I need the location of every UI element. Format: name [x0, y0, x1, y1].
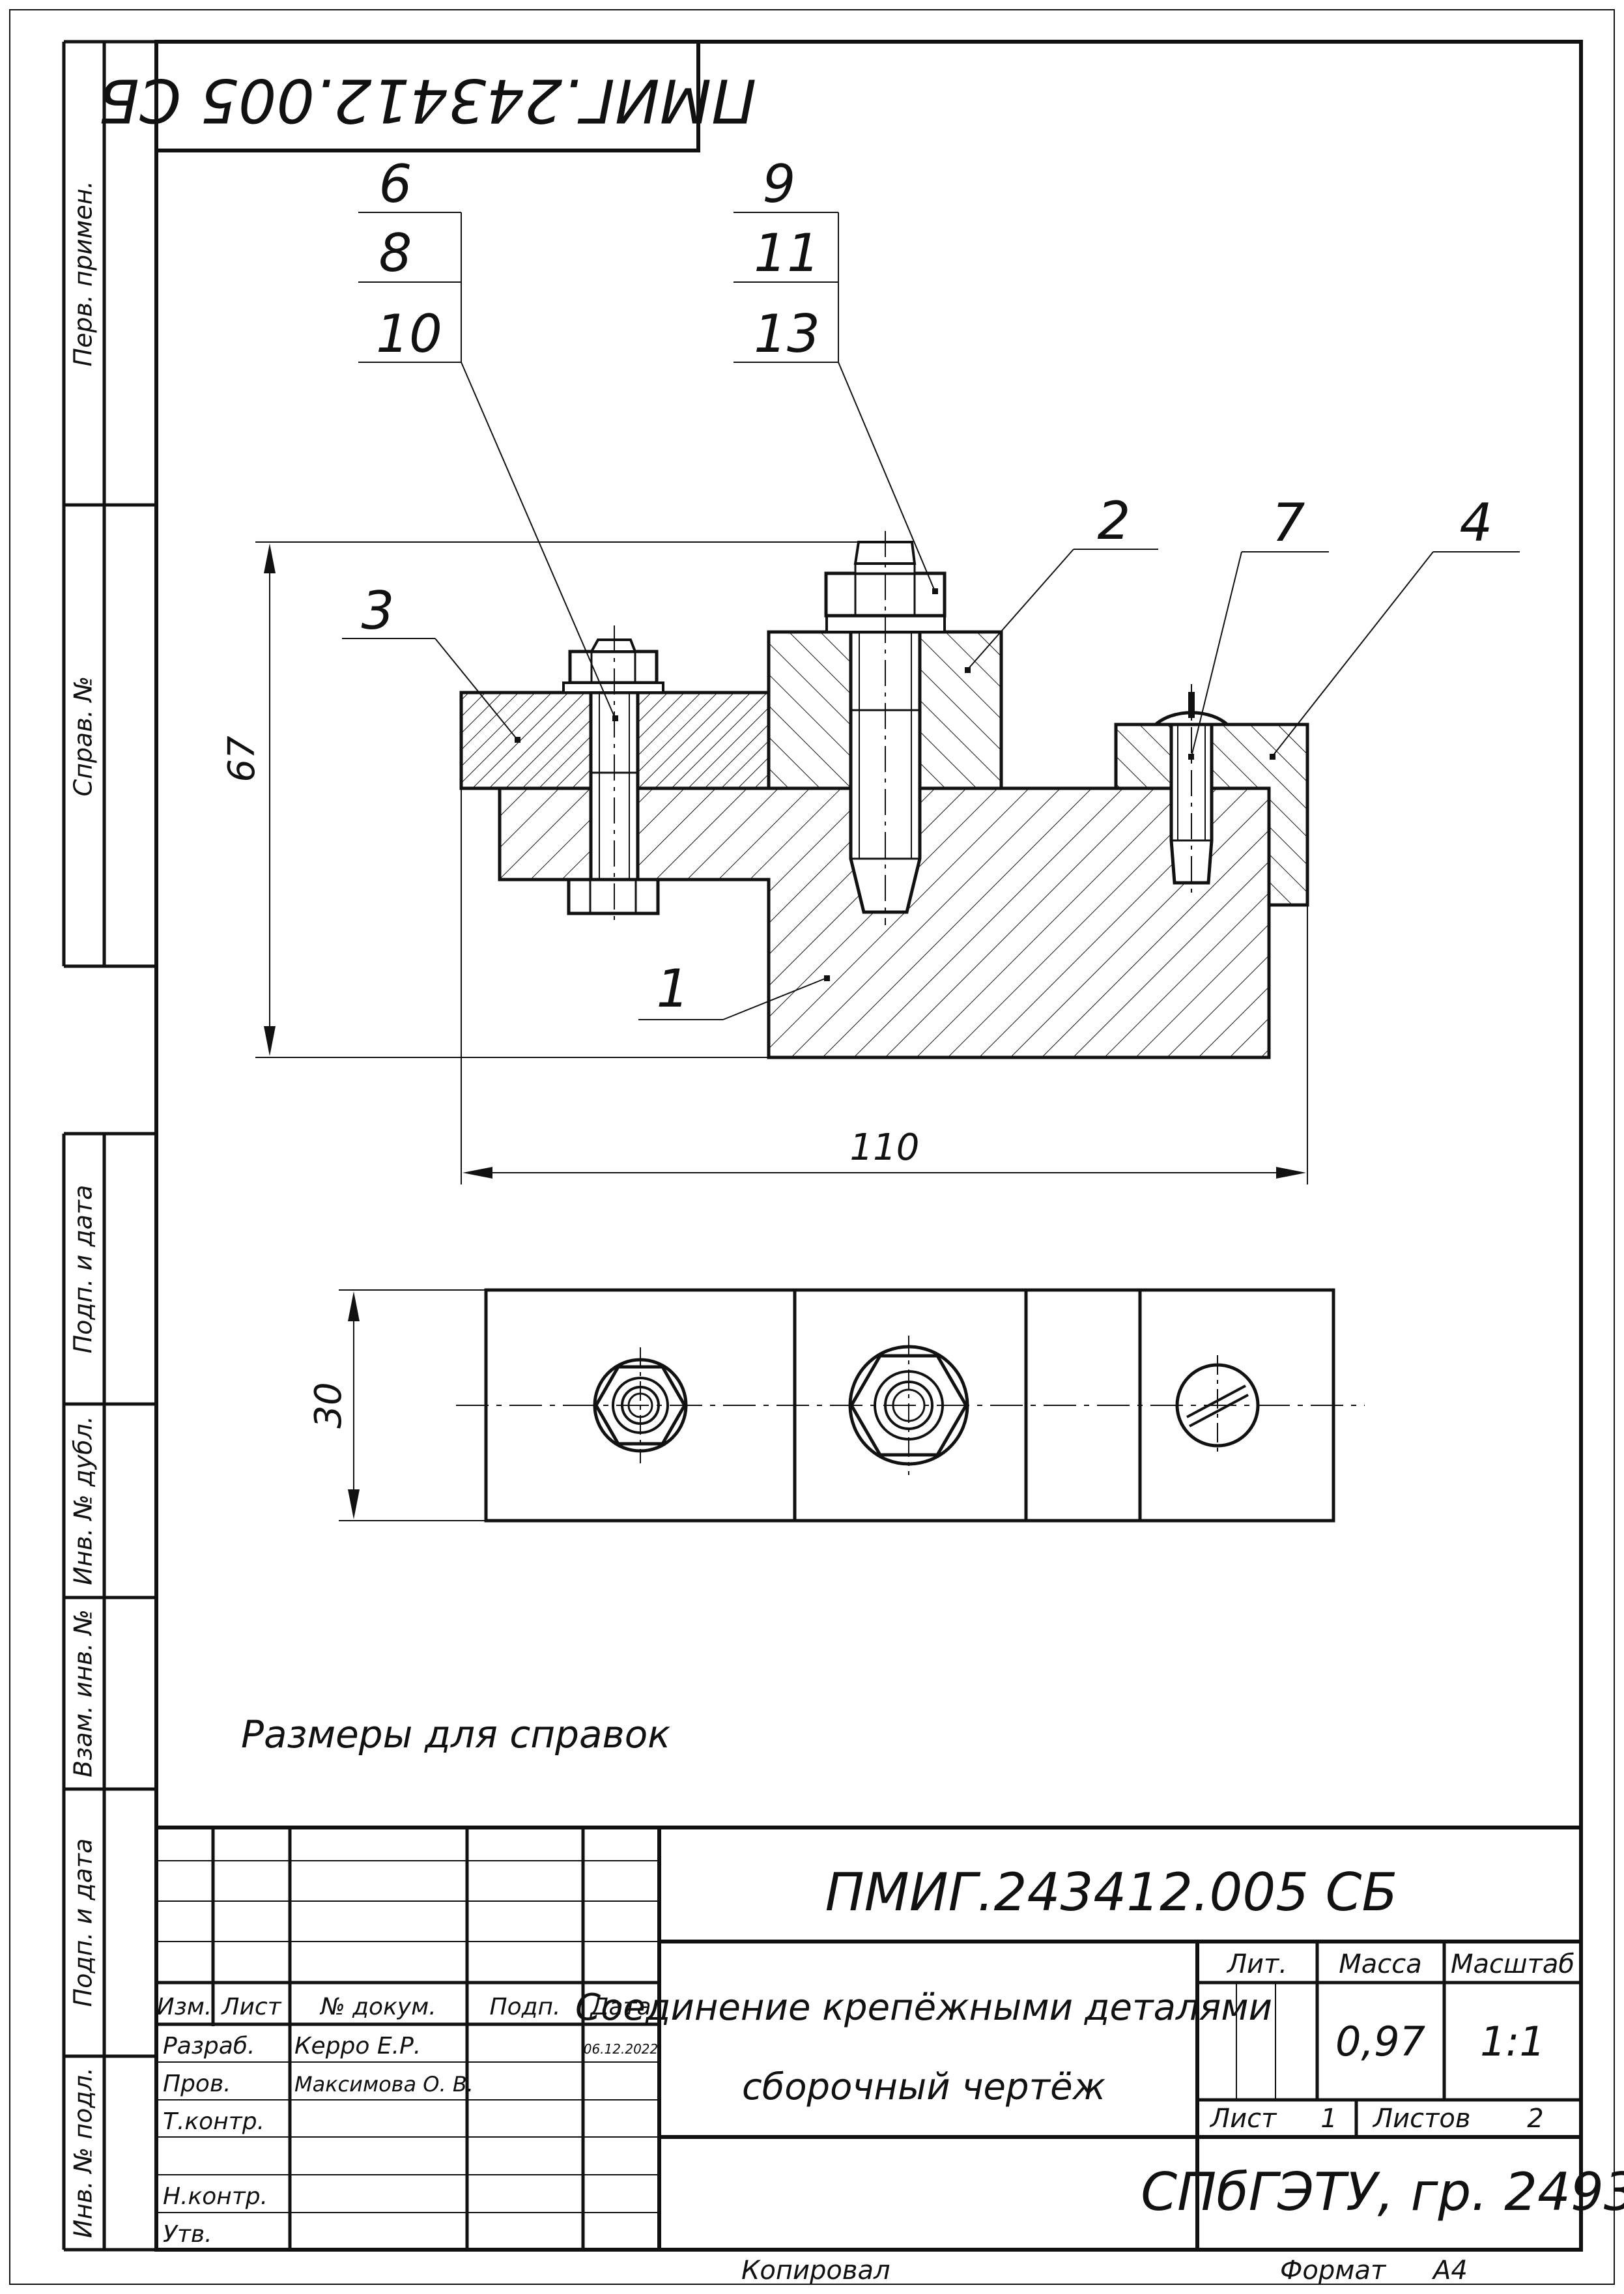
tb-role-utv: Утв.: [163, 2221, 212, 2248]
tb-lit-label: Лит.: [1226, 1949, 1287, 1979]
tb-col-podp: Подп.: [490, 1994, 561, 2020]
tb-name-line2: сборочный чертёж: [742, 2066, 1105, 2108]
format-label: Формат: [1280, 2256, 1387, 2286]
callout-11: 11: [754, 223, 820, 283]
side-strip: Перв. примен. Справ. № Подп. и дата Инв.…: [62, 40, 156, 2252]
dimension-height: 67: [221, 736, 263, 782]
title-block: Изм. Лист № докум. Подп. Дата Разраб. Пр…: [156, 1826, 1624, 2250]
tb-role-nkontr: Н.контр.: [163, 2183, 268, 2210]
rotated-designation-box: ПМИГ.243412.005 СБ: [98, 40, 757, 152]
tb-name-line1: Соединение крепёжными деталями: [575, 1986, 1272, 2029]
tb-masshtab-label: Масштаб: [1451, 1949, 1574, 1979]
side-label-inv-podl: Инв. № подл.: [69, 2067, 98, 2238]
callout-4: 4: [1460, 493, 1493, 553]
dimensions: 67 110 30: [221, 541, 1308, 1521]
side-label-vzam-inv: Взам. инв. №: [69, 1609, 98, 1777]
tb-massa-value: 0,97: [1335, 2018, 1425, 2065]
tb-prov-name: Максимова О. В.: [294, 2072, 474, 2097]
tb-massa-label: Масса: [1339, 1949, 1422, 1979]
callout-2: 2: [1098, 491, 1131, 551]
side-label-podp-data-top: Подп. и дата: [69, 1185, 98, 1354]
bolt-left: [562, 625, 664, 925]
tb-role-razrab: Разраб.: [163, 2033, 255, 2059]
side-label-perv-primen: Перв. примен.: [69, 180, 98, 366]
top-view: [456, 1288, 1365, 1523]
tb-razrab-name: Керро Е.Р.: [294, 2033, 421, 2059]
screw-right: [1151, 684, 1232, 896]
side-label-podp-data-bottom: Подп. и дата: [69, 1839, 98, 2007]
tb-listov-value: 2: [1527, 2104, 1543, 2134]
tb-masshtab-value: 1:1: [1480, 2018, 1545, 2065]
tb-col-dokum: № докум.: [319, 1994, 436, 2020]
callout-8: 8: [379, 223, 412, 283]
callout-6: 6: [379, 154, 412, 214]
tb-role-tkontr: Т.контр.: [163, 2108, 264, 2135]
side-label-sprav-no: Справ. №: [69, 676, 98, 797]
callout-7: 7: [1272, 493, 1305, 553]
tb-designation: ПМИГ.243412.005 СБ: [825, 1862, 1398, 1923]
frame: [9, 9, 1615, 2285]
tb-col-data: Дата: [589, 1994, 651, 2020]
tb-col-izm: Изм.: [157, 1994, 212, 2020]
tb-organization: СПбГЭТУ, гр. 2493: [1141, 2162, 1624, 2222]
bolt-middle: [824, 531, 947, 925]
callout-13: 13: [754, 304, 820, 364]
part-4-bracket: [1114, 723, 1309, 907]
rotated-designation: ПМИГ.243412.005 СБ: [98, 66, 757, 136]
tb-list-value: 1: [1320, 2104, 1337, 2134]
callout-10: 10: [376, 304, 442, 364]
reference-note: Размеры для справок: [241, 1712, 670, 1756]
dimension-width: 110: [850, 1126, 920, 1169]
side-label-inv-dubl: Инв. № дубл.: [69, 1416, 98, 1585]
tb-role-prov: Пров.: [163, 2071, 231, 2097]
dimension-depth: 30: [307, 1382, 350, 1428]
callout-9: 9: [763, 154, 796, 214]
callouts: 6 8 10 9 11 13 3 2 7 4 1: [342, 154, 1520, 1020]
tb-razrab-date: 06.12.2022: [584, 2041, 659, 2057]
callout-1: 1: [657, 958, 690, 1019]
front-view: [459, 531, 1309, 1059]
tb-list-label: Лист: [1209, 2104, 1277, 2134]
tb-listov-label: Листов: [1372, 2104, 1470, 2134]
copied-label: Копировал: [741, 2256, 890, 2286]
format-value: A4: [1431, 2256, 1468, 2286]
callout-3: 3: [362, 581, 395, 641]
tb-col-list: Лист: [220, 1994, 281, 2020]
